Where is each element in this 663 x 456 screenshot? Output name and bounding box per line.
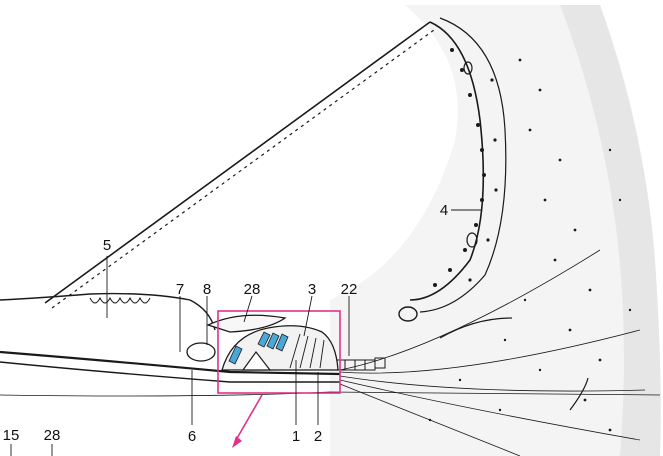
label-3: 3 — [308, 281, 316, 298]
limbus-crests — [90, 298, 150, 303]
spiral-limbus — [0, 294, 215, 330]
label-4: 4 — [440, 202, 448, 219]
reissner-membrane-inner — [52, 30, 434, 308]
label-6: 6 — [188, 428, 196, 445]
pointer-arrow-head — [232, 436, 242, 448]
label-28-bottom: 28 — [44, 427, 61, 444]
label-8: 8 — [203, 281, 211, 298]
reissner-membrane — [45, 22, 430, 303]
label-1: 1 — [292, 428, 300, 445]
label-22: 22 — [341, 281, 358, 298]
label-2: 2 — [314, 428, 322, 445]
label-28-top: 28 — [244, 281, 261, 298]
label-7: 7 — [176, 281, 184, 298]
inner-sulcus — [187, 343, 215, 361]
pointer-arrow-line — [236, 395, 262, 440]
label-15: 15 — [3, 427, 20, 444]
label-5: 5 — [103, 237, 111, 254]
